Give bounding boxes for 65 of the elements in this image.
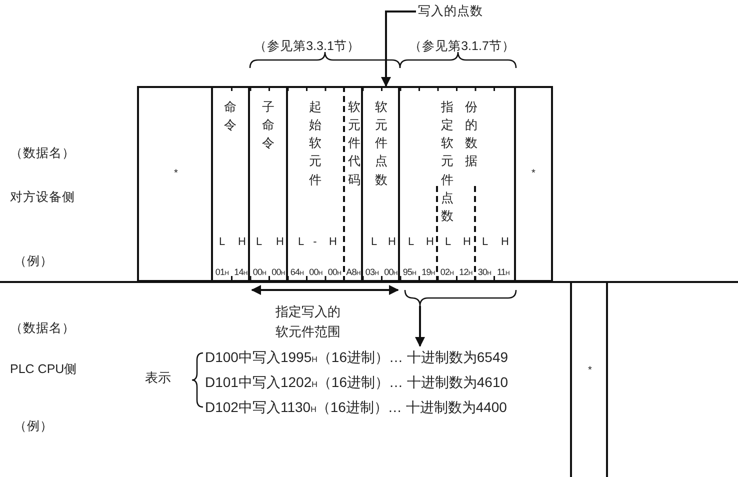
field-name: 命令 bbox=[224, 99, 236, 134]
byte-order-mark: L bbox=[480, 236, 490, 248]
byte-order-mark: H bbox=[328, 236, 338, 248]
hex-value: 95$_{H}$ bbox=[402, 267, 418, 277]
table-cell bbox=[516, 86, 553, 282]
field-name: 指定软元件点数 bbox=[441, 99, 454, 225]
byte-order-mark: L bbox=[444, 236, 452, 248]
table-cell bbox=[400, 86, 516, 282]
reference-note: （参见第3.3.1节） bbox=[253, 38, 361, 55]
hex-value: 00$_{H}$ bbox=[326, 267, 342, 277]
byte-order-mark: L bbox=[218, 236, 226, 248]
hex-value: 11$_{H}$ bbox=[496, 267, 510, 277]
side-note: 表示 bbox=[145, 369, 171, 387]
byte-order-mark: H bbox=[387, 236, 397, 248]
table-cell bbox=[213, 86, 250, 282]
asterisk-mark: * bbox=[173, 168, 179, 179]
row-label: （数据名） bbox=[10, 320, 75, 337]
hex-value: 02$_{H}$ bbox=[439, 267, 455, 277]
table-cell bbox=[363, 86, 400, 282]
range-label: 指定写入的软元件范围 bbox=[274, 303, 342, 341]
hex-value: 00$_{H}$ bbox=[270, 267, 286, 277]
asterisk-mark: * bbox=[530, 168, 536, 179]
asterisk-mark: * bbox=[587, 365, 593, 376]
hex-value: 12$_{H}$ bbox=[458, 267, 474, 277]
byte-order-mark: - bbox=[312, 236, 318, 248]
field-name: 起始软元件 bbox=[309, 99, 322, 188]
hex-value: 03$_{H}$ bbox=[364, 267, 380, 277]
table-cell bbox=[343, 86, 363, 282]
hex-value: 30$_{H}$ bbox=[476, 267, 492, 277]
field-name: 子命令 bbox=[262, 99, 274, 152]
hex-value: 64$_{H}$ bbox=[289, 267, 305, 277]
row-label: （例） bbox=[14, 418, 53, 435]
table-cell bbox=[570, 283, 608, 477]
curly-brace bbox=[404, 290, 517, 306]
hex-value: 14$_{H}$ bbox=[233, 267, 248, 277]
reference-note: （参见第3.1.7节） bbox=[408, 38, 516, 55]
byte-order-mark: L bbox=[296, 236, 306, 248]
field-name: 份的数据 bbox=[465, 99, 478, 170]
table-cell bbox=[137, 86, 213, 282]
table-cell bbox=[250, 86, 288, 282]
table-cell bbox=[288, 86, 343, 282]
byte-order-mark: H bbox=[237, 236, 247, 248]
callout-text: 写入的点数 bbox=[418, 3, 483, 20]
row-label: （例） bbox=[14, 253, 53, 270]
byte-order-mark: L bbox=[370, 236, 378, 248]
arrow bbox=[251, 285, 399, 295]
byte-order-mark: H bbox=[462, 236, 472, 248]
hex-value: A8$_{H}$ bbox=[345, 267, 362, 277]
byte-order-mark: L bbox=[406, 236, 416, 248]
field-name: 软元件代码 bbox=[348, 99, 360, 188]
hex-value: 01$_{H}$ bbox=[214, 267, 230, 277]
row-label: 对方设备侧 bbox=[10, 189, 75, 206]
hex-value: 19$_{H}$ bbox=[420, 267, 436, 277]
row-label: PLC CPU侧 bbox=[10, 361, 78, 378]
byte-order-mark: L bbox=[254, 236, 264, 248]
hex-value: 00$_{H}$ bbox=[383, 267, 398, 277]
row-label: （数据名） bbox=[10, 145, 75, 162]
byte-order-mark: H bbox=[500, 236, 510, 248]
arrow bbox=[415, 306, 425, 347]
hex-value: 00$_{H}$ bbox=[252, 267, 268, 277]
arrow bbox=[381, 10, 416, 87]
byte-order-mark: H bbox=[275, 236, 285, 248]
hex-value: 00$_{H}$ bbox=[308, 267, 324, 277]
field-name: 软元件点数 bbox=[375, 99, 388, 188]
byte-order-mark: H bbox=[425, 236, 435, 248]
